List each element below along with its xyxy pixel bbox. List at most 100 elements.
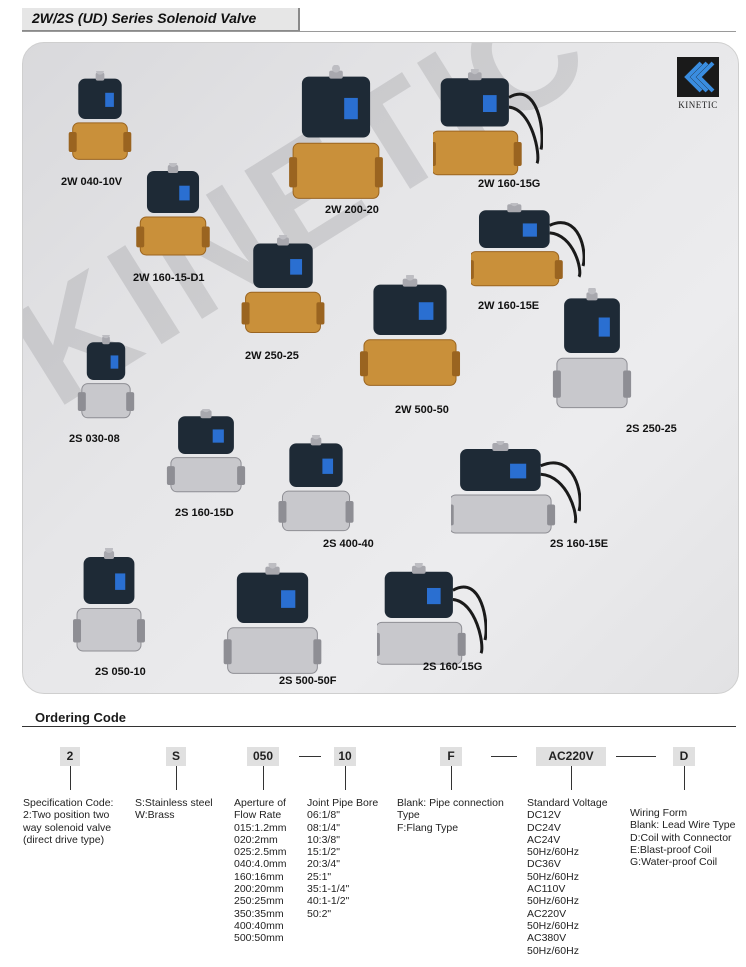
order-code-separator <box>491 756 517 757</box>
ordering-divider <box>22 726 736 727</box>
description-line: 250:25mm <box>234 895 284 908</box>
description-line: AC380V <box>527 932 567 945</box>
description-line: Standard Voltage <box>527 797 608 809</box>
description-line: Wiring Form <box>630 807 688 819</box>
valve-model-label: 2W 160-15G <box>478 178 541 190</box>
order-code-segment: 050 <box>247 747 279 766</box>
description-line: Type <box>397 809 420 822</box>
description-line: 50Hz/60Hz <box>527 846 579 859</box>
description-line: DC24V <box>527 821 561 834</box>
order-code-separator <box>616 756 656 757</box>
description-line: E:Blast-proof Coil <box>630 843 712 856</box>
description-line: 06:1/8" <box>307 809 340 822</box>
valve-photo <box>215 563 330 683</box>
valve-model-label: 2S 160-15D <box>175 507 234 519</box>
order-code-segment: D <box>673 747 695 766</box>
description-line: 08:1/4" <box>307 821 340 834</box>
description-line: Blank: Pipe connection <box>397 797 504 809</box>
description-line: 10:3/8" <box>307 833 340 846</box>
description-line: AC110V <box>527 883 566 896</box>
kinetic-logo: KINETIC <box>668 57 728 110</box>
valve-photo <box>433 69 543 184</box>
valve-photo <box>451 441 581 541</box>
valve-photo <box>161 409 251 499</box>
order-code-segment: AC220V <box>536 747 606 766</box>
valve-photo <box>235 235 331 341</box>
valve-model-label: 2W 160-15-D1 <box>133 272 205 284</box>
description-line: 50Hz/60Hz <box>527 870 579 883</box>
order-code-segment: F <box>440 747 462 766</box>
valve-photo <box>68 548 150 660</box>
description-line: 15:1/2" <box>307 846 340 859</box>
description-line: AC24V <box>527 833 561 846</box>
order-code-separator <box>299 756 321 757</box>
order-code-pointer <box>263 766 264 790</box>
order-code-segment: 10 <box>334 747 356 766</box>
valve-model-label: 2W 500-50 <box>395 404 449 416</box>
valve-model-label: 2W 200-20 <box>325 204 379 216</box>
description-line: 2:Two position two <box>23 809 110 822</box>
valve-model-label: 2W 250-25 <box>245 350 299 362</box>
ordering-code-title: Ordering Code <box>35 710 127 725</box>
description-line: G:Water-proof Coil <box>630 856 718 869</box>
valve-photo <box>75 335 137 425</box>
valve-photo <box>547 288 637 418</box>
description-line: AC220V <box>527 907 567 920</box>
description-line: 015:1.2mm <box>234 821 287 834</box>
description-line: 25:1" <box>307 870 332 883</box>
page-title: 2W/2S (UD) Series Solenoid Valve <box>32 10 257 26</box>
section-title-tab: 2W/2S (UD) Series Solenoid Valve <box>22 8 300 32</box>
title-divider <box>22 31 736 32</box>
description-line: Aperture of <box>234 797 286 809</box>
valve-model-label: 2W 160-15E <box>478 300 540 312</box>
description-line: D:Coil with Connector <box>630 831 732 844</box>
valve-photo <box>377 563 487 673</box>
valve-model-label: 2S 400-40 <box>323 538 374 550</box>
description-line: 400:40mm <box>234 919 284 932</box>
description-line: Specification Code: <box>23 797 114 809</box>
description-line: 040:4.0mm <box>234 858 287 871</box>
order-code-segment: S <box>166 747 186 766</box>
description-line: 350:35mm <box>234 907 284 920</box>
description-line: Joint Pipe Bore <box>307 797 379 809</box>
order-code-pointer <box>451 766 452 790</box>
description-line: 50Hz/60Hz <box>527 944 579 957</box>
valve-photo <box>471 203 585 293</box>
valve-photo <box>281 65 391 210</box>
description-line: W:Brass <box>135 809 175 822</box>
product-photo-panel: KINETIC KINETIC 2W 040-10V 2W 160-15-D1 <box>22 42 739 694</box>
valve-model-label: 2W 040-10V <box>61 176 123 188</box>
valve-model-label: 2S 250-25 <box>626 423 677 435</box>
description-line: 50Hz/60Hz <box>527 895 579 908</box>
description-line: F:Flang Type <box>397 821 459 834</box>
valve-photo <box>65 71 135 167</box>
description-line: 35:1-1/4" <box>307 883 350 896</box>
valve-model-label: 2S 160-15E <box>550 538 609 550</box>
description-line: way solenoid valve <box>23 821 112 834</box>
description-line: DC36V <box>527 858 561 871</box>
description-line: 200:20mm <box>234 883 284 896</box>
description-line: (direct drive type) <box>23 833 105 846</box>
valve-model-label: 2S 030-08 <box>69 433 120 445</box>
description-line: 500:50mm <box>234 932 284 945</box>
description-line: 40:1-1/2" <box>307 895 350 908</box>
description-line: 20:3/4" <box>307 858 340 871</box>
description-line: S:Stainless steel <box>135 797 213 809</box>
order-code-pointer <box>70 766 71 790</box>
description-line: 160:16mm <box>234 870 284 883</box>
valve-model-label: 2S 500-50F <box>279 675 337 687</box>
description-line: 50Hz/60Hz <box>527 919 579 932</box>
valve-photo <box>351 275 469 395</box>
order-code-pointer <box>176 766 177 790</box>
logo-wordmark: KINETIC <box>678 100 718 110</box>
description-line: 50:2" <box>307 907 332 920</box>
description-line: Blank: Lead Wire Type <box>630 819 736 832</box>
valve-model-label: 2S 160-15G <box>423 661 483 673</box>
valve-photo <box>131 163 215 263</box>
